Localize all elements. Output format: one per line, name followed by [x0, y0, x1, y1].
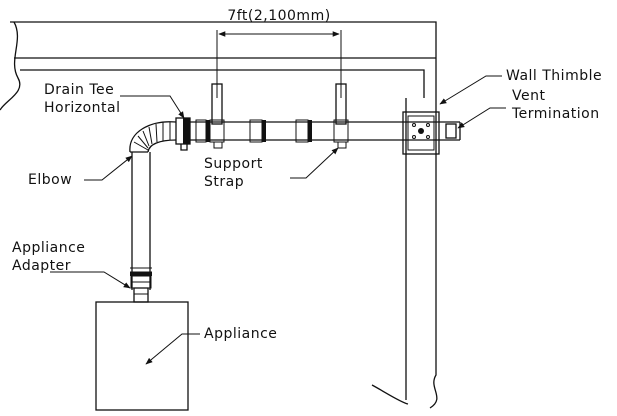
label-vent-termination-line2: Termination	[511, 106, 600, 122]
elbow	[129, 121, 177, 153]
label-appliance: Appliance	[204, 326, 277, 342]
label-elbow: Elbow	[28, 172, 72, 188]
horizontal-vent-pipe	[186, 119, 461, 149]
ceiling-structure	[0, 21, 437, 111]
wall-thimble	[402, 111, 440, 155]
vertical-vent-pipe	[130, 152, 152, 303]
label-wall-thimble: Wall Thimble	[506, 68, 602, 84]
label-vent-termination-line1: Vent	[512, 88, 545, 104]
leaders	[50, 75, 506, 365]
label-drain-tee-line1: Drain Tee	[44, 82, 114, 98]
dimension-label: 7ft(2,100mm)	[227, 8, 330, 24]
label-drain-tee-line2: Horizontal	[44, 100, 120, 116]
label-support-strap-line1: Support	[204, 156, 263, 172]
wall	[371, 98, 438, 409]
label-support-strap-line2: Strap	[204, 174, 244, 190]
vent-termination	[445, 123, 457, 139]
support-straps	[211, 83, 347, 125]
drain-tee	[175, 117, 191, 151]
labels: Drain Tee Horizontal Wall Thimble Vent T…	[12, 68, 602, 342]
appliance-box	[95, 301, 189, 411]
label-appliance-adapter-line2: Adapter	[12, 258, 71, 274]
label-appliance-adapter-line1: Appliance	[12, 240, 85, 256]
dimension-7ft: 7ft(2,100mm)	[216, 8, 342, 98]
